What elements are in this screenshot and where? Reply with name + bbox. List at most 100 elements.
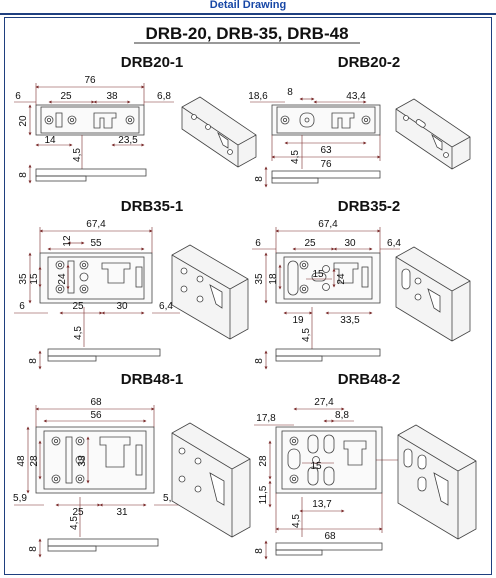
dim-label: 38 [77, 455, 88, 467]
part-title-drb20-2: DRB20-2 [338, 54, 401, 71]
drb35-2-dimensions [252, 227, 400, 370]
dim-label: 4,5 [291, 514, 302, 528]
part-title-drb48-1: DRB48-1 [121, 371, 184, 388]
dim-label: 25 [60, 91, 72, 102]
drb48-2-dimensions [254, 407, 398, 560]
dim-label: 25 [72, 507, 84, 518]
drb35-2-isometric-view [395, 246, 471, 342]
dim-label: 5,9 [13, 493, 27, 504]
dim-label: 8 [18, 172, 29, 178]
drb20-1-front-view [35, 104, 145, 136]
drb35-1-dimension-labels: 67,4 12 55 35 15 24 6 25 30 6,4 4,5 8 [18, 219, 173, 364]
dim-label: 4,5 [72, 148, 83, 162]
drb20-2-side-view [271, 170, 381, 184]
drb35-1-dimensions [14, 227, 180, 370]
sheet-title: DRB-20, DRB-35, DRB-48 [145, 24, 348, 43]
dim-label: 27,4 [314, 397, 334, 408]
dim-label: 30 [344, 238, 356, 249]
drb35-1-front-view [39, 252, 153, 304]
drb48-1-dimensions [14, 405, 182, 558]
dim-label: 8 [28, 546, 39, 552]
dim-label: 55 [90, 238, 102, 249]
dim-label: 8 [254, 548, 265, 554]
drb48-1-isometric-view [171, 422, 251, 538]
dim-label: 25 [72, 301, 84, 312]
drb35-2-dimension-labels: 67,4 6 25 30 6,4 35 18 15 24 19 33,5 4,5… [254, 219, 401, 364]
dim-label: 24 [336, 273, 347, 285]
drb48-2-isometric-view [397, 424, 477, 540]
dim-label: 6 [15, 91, 21, 102]
dim-label: 6 [255, 238, 261, 249]
dim-label: 28 [258, 455, 269, 467]
technical-drawing-sheet: DRB-20, DRB-35, DRB-48 DRB20-1 DRB20-2 D… [13, 24, 477, 560]
drb48-1-dimension-labels: 68 56 48 28 38 5,9 25 31 5,9 4,5 8 [13, 397, 177, 552]
dim-label: 6,4 [159, 301, 173, 312]
dim-label: 30 [116, 301, 128, 312]
dim-label: 17,8 [256, 413, 276, 424]
dim-label: 8,8 [335, 410, 349, 421]
dim-label: 15 [310, 461, 322, 472]
dim-label: 76 [320, 159, 332, 170]
dim-label: 18 [268, 273, 279, 285]
window-title: Detail Drawing [209, 0, 287, 11]
drb48-2-dimension-labels: 27,4 17,8 8,8 28 15 3 11,5 13,7 4,5 68 8 [254, 397, 407, 554]
dim-label: 12 [62, 235, 73, 247]
dim-label: 6,4 [387, 238, 401, 249]
drb20-1-side-view [35, 168, 147, 182]
dim-label: 5,9 [163, 493, 177, 504]
dim-label: 25 [304, 238, 316, 249]
dim-label: 67,4 [86, 219, 106, 230]
dim-label: 20 [18, 115, 29, 127]
drb20-2-front-view [271, 104, 381, 136]
dim-label: 43,4 [346, 91, 366, 102]
drb48-2-side-view [275, 542, 383, 556]
part-title-drb35-1: DRB35-1 [121, 198, 184, 215]
dim-label: 63 [320, 145, 332, 156]
drb20-2-dimensions [250, 97, 381, 188]
dim-label: 76 [84, 75, 96, 86]
dim-label: 8 [254, 358, 265, 364]
dim-label: 6,8 [157, 91, 171, 102]
part-title-drb48-2: DRB48-2 [338, 371, 401, 388]
drb20-2-dimension-labels: 18,6 8 43,4 63 76 4,5 8 [248, 87, 366, 182]
dim-label: 33,5 [340, 315, 360, 326]
dim-label: 38 [106, 91, 118, 102]
dim-label: 28 [29, 455, 40, 467]
drb20-1-dimensions [14, 83, 174, 184]
dim-label: 68 [324, 531, 336, 542]
dim-label: 13,7 [312, 499, 332, 510]
drb35-1-isometric-view [171, 244, 249, 340]
window-title-bar: Detail Drawing [0, 0, 496, 15]
dim-label: 8 [254, 176, 265, 182]
part-title-drb35-2: DRB35-2 [338, 198, 401, 215]
dim-label: 4,5 [301, 328, 312, 342]
dim-label: 19 [292, 315, 304, 326]
drb48-1-side-view [47, 538, 159, 552]
dim-label: 4,5 [69, 516, 80, 530]
dim-label: 11,5 [258, 485, 269, 504]
dim-label: 23,5 [118, 135, 138, 146]
dim-label: 35 [254, 273, 265, 285]
dim-label: 14 [44, 135, 56, 146]
dim-label: 24 [57, 273, 68, 285]
dim-label: 48 [16, 455, 27, 467]
dim-label: 15 [312, 269, 324, 280]
drb20-2-isometric-view [395, 98, 471, 170]
drb48-2-front-view [275, 426, 383, 494]
dim-label: 4,5 [290, 150, 301, 164]
dim-label: 8 [28, 358, 39, 364]
dim-label: 15 [29, 273, 40, 285]
part-title-drb20-1: DRB20-1 [121, 54, 184, 71]
drb35-1-side-view [47, 348, 161, 362]
dim-label: 67,4 [318, 219, 338, 230]
dim-label: 8 [287, 87, 293, 98]
drb35-2-side-view [275, 348, 381, 362]
dim-label: 35 [18, 273, 29, 285]
dim-label: 56 [90, 410, 102, 421]
drb48-1-front-view [35, 426, 155, 494]
dim-label: 31 [116, 507, 128, 518]
dim-label: 6 [19, 301, 25, 312]
dim-label: 68 [90, 397, 102, 408]
dim-label: 4,5 [73, 326, 84, 340]
drb35-2-front-view [275, 252, 381, 304]
